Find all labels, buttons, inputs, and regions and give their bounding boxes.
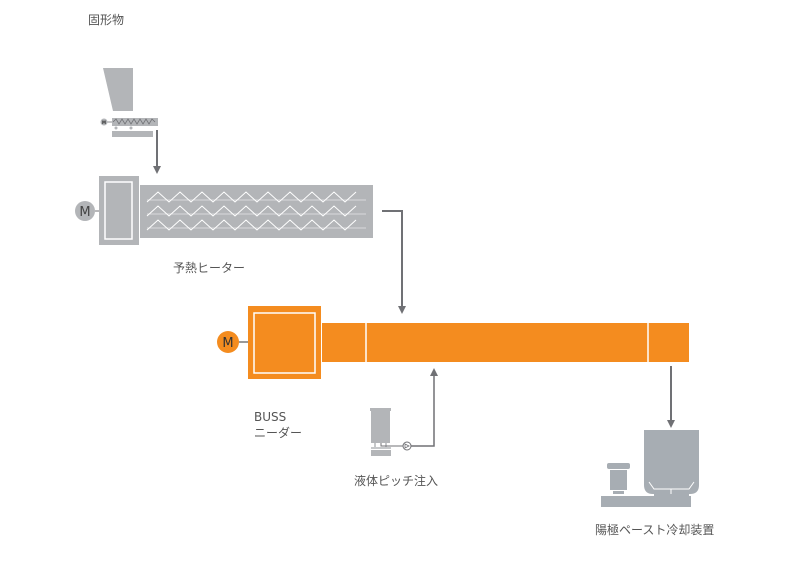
flow-arrow-pitch-to-kneader: [411, 368, 438, 447]
kneader-motor-icon: [217, 331, 239, 353]
pitch-tank-body: [371, 410, 390, 443]
kneader-label-line2: ニーダー: [254, 426, 303, 440]
feeder-screw-housing: [112, 118, 158, 126]
preheater-label: 予熱ヒーター: [173, 261, 246, 275]
preheater-screws: [146, 191, 366, 231]
cooler-motor-cap: [607, 463, 630, 469]
preheater-screw-flight: [146, 205, 357, 217]
preheater-motor-label: M: [79, 205, 90, 220]
feeder-motor-label: M: [102, 120, 106, 125]
kneader-drive-housing: [248, 306, 321, 379]
preheater: M: [75, 176, 373, 245]
feeder-base: [112, 131, 153, 137]
cooler-base: [601, 496, 691, 507]
cooler-label: 陽極ペースト冷却装置: [595, 523, 715, 537]
preheater-motor-icon: [75, 201, 95, 221]
cooler-motor: [610, 470, 627, 490]
solids-hopper: [103, 68, 133, 111]
liquid-pitch-tank: [370, 408, 412, 456]
anode-paste-cooler: [601, 430, 699, 507]
kneader-label-line1: BUSS: [254, 410, 287, 424]
preheater-screw-flight: [146, 191, 357, 203]
kneader-barrel: [322, 323, 689, 362]
liquid-pitch-label: 液体ピッチ注入: [354, 474, 439, 488]
feeder-screw: [112, 118, 156, 125]
flow-arrow-preheater-to-kneader: [382, 210, 406, 314]
cooler-vessel: [644, 430, 699, 480]
buss-kneader: M: [217, 306, 689, 379]
preheater-screw-flight: [146, 219, 357, 231]
kneader-motor-label: M: [222, 336, 233, 351]
solids-label: 固形物: [88, 13, 125, 27]
solids-feeder: M: [100, 68, 158, 137]
feeder-motor-icon: [100, 118, 108, 126]
